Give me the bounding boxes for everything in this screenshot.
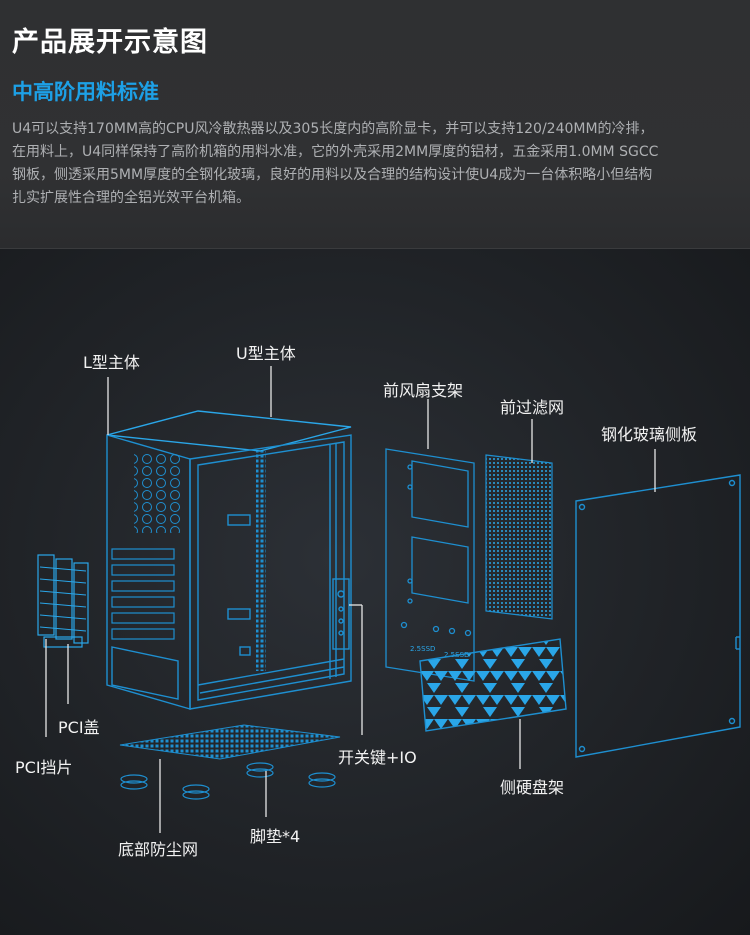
feet-shapes <box>120 762 336 800</box>
label-power-switch-io: 开关键+IO <box>338 748 417 767</box>
bottom-dust-filter-shape <box>119 724 341 760</box>
description: U4可以支持170MM高的CPU风冷散热器以及305长度内的高阶显卡，并可以支持… <box>12 118 748 210</box>
label-pci-bracket: PCI挡片 <box>15 758 73 777</box>
label-bottom-dust-filter: 底部防尘网 <box>118 840 199 859</box>
label-glass-side-panel: 钢化玻璃侧板 <box>601 425 698 444</box>
chassis-body <box>106 410 352 710</box>
svg-text:2.5SSD: 2.5SSD <box>410 645 435 653</box>
description-line: 在用料上，U4同样保持了高阶机箱的用料水准，它的外壳采用2MM厚度的铝材，五金采… <box>12 144 659 160</box>
label-u-body: U型主体 <box>236 344 296 363</box>
header-section: 产品展开示意图 中高阶用料标准 U4可以支持170MM高的CPU风冷散热器以及3… <box>0 0 750 249</box>
side-drive-cage-shape <box>419 638 567 732</box>
pci-brackets <box>37 554 89 648</box>
label-feet: 脚垫*4 <box>250 827 301 846</box>
diagram-drawing: 2.5SSD 2.5SSD <box>37 366 741 833</box>
exploded-view-diagram: 2.5SSD 2.5SSD <box>0 249 750 935</box>
front-filter-shape <box>485 454 553 620</box>
front-fan-bracket-shape: 2.5SSD 2.5SSD <box>385 448 475 682</box>
label-l-body: L型主体 <box>83 353 140 372</box>
page-title: 产品展开示意图 <box>12 27 208 58</box>
label-side-drive-cage: 侧硬盘架 <box>500 778 565 797</box>
description-line: 扎实扩展性合理的全铝光效平台机箱。 <box>12 190 250 206</box>
description-line: 钢板，侧透采用5MM厚度的全钢化玻璃，良好的用料以及合理的结构设计使U4成为一台… <box>12 167 653 183</box>
label-front-fan-bracket: 前风扇支架 <box>383 381 464 400</box>
description-line: U4可以支持170MM高的CPU风冷散热器以及305长度内的高阶显卡，并可以支持… <box>12 121 654 137</box>
section-subtitle: 中高阶用料标准 <box>12 80 159 104</box>
label-front-filter: 前过滤网 <box>500 398 565 417</box>
glass-side-panel-shape <box>575 474 741 758</box>
leader-lines <box>45 366 656 833</box>
label-pci-cover: PCI盖 <box>58 718 100 737</box>
